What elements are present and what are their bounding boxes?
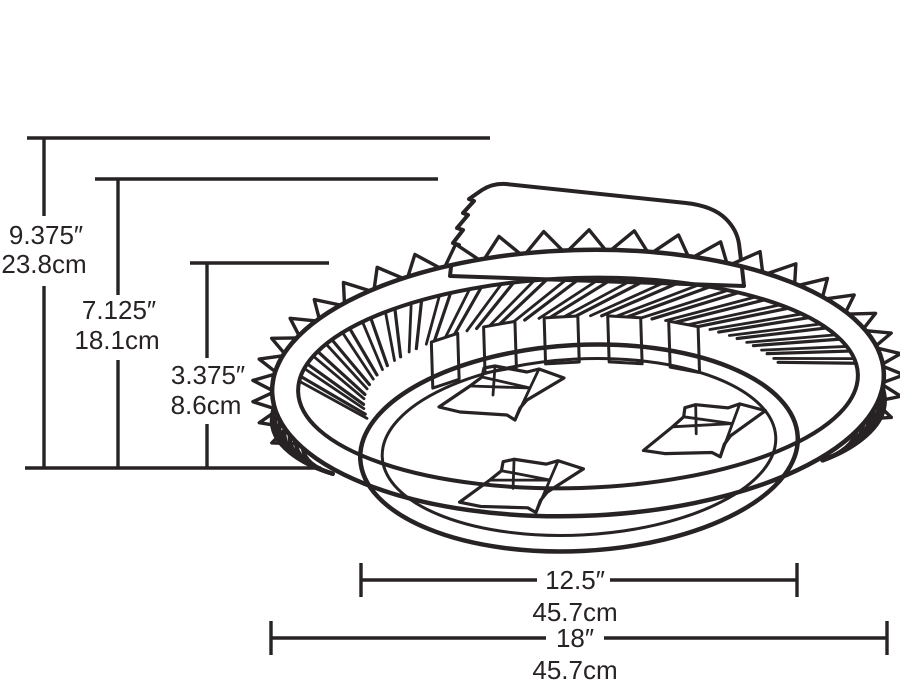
fin-blade — [589, 279, 669, 318]
fin-blade — [414, 298, 424, 351]
fin-blade — [465, 282, 503, 333]
fin-blade — [687, 303, 782, 326]
fin-blade — [297, 379, 369, 420]
fin-blade — [548, 276, 616, 320]
fin-blade — [488, 279, 536, 328]
fin-blade — [341, 331, 375, 381]
fin-blade — [305, 362, 366, 406]
fin-blade — [696, 306, 791, 329]
lens-height-metric: 8.6cm — [171, 390, 242, 420]
side-louvers — [269, 385, 887, 476]
fin-blade — [708, 312, 804, 331]
led-optic-right — [638, 397, 771, 465]
fin-blade — [614, 283, 700, 318]
fin-blade — [625, 285, 712, 319]
fin-blade — [563, 277, 637, 318]
overall-height-metric: 23.8cm — [1, 249, 86, 279]
fin-blade — [361, 320, 384, 372]
dim-overall-diameter-line — [269, 621, 889, 655]
fin-blade — [772, 357, 856, 361]
driver-box — [448, 181, 746, 288]
overall-height-inches: 9.375″ — [9, 220, 83, 250]
fin-blade — [316, 349, 367, 396]
fin-blade — [735, 326, 829, 341]
fin-blade — [765, 349, 852, 356]
lens-inner — [380, 357, 778, 537]
fin-blade — [498, 277, 549, 326]
fin-blade — [650, 291, 741, 321]
dim-lens-diameter-line — [359, 563, 799, 597]
radial-fins — [297, 276, 858, 420]
fin-tab — [482, 319, 518, 375]
fin-blade — [523, 276, 583, 322]
fin-blade — [475, 280, 516, 331]
louver-left — [300, 446, 335, 476]
louver-right — [820, 428, 859, 463]
housing-height-inches: 7.125″ — [82, 295, 156, 325]
fin-blade — [664, 295, 757, 323]
housing-height-metric: 18.1cm — [74, 325, 159, 355]
fin-blade — [639, 288, 730, 320]
fin-blade — [311, 354, 366, 401]
fin-blade — [745, 333, 837, 344]
lens-outer — [357, 342, 801, 554]
lens-height-inches: 3.375″ — [171, 360, 245, 390]
fin-blade — [369, 316, 389, 368]
fin-blade — [574, 277, 649, 318]
lens-diameter-metric: 45.7cm — [532, 597, 617, 627]
fin-blade — [674, 298, 767, 324]
fin-blade — [751, 337, 842, 348]
fin-blade — [453, 285, 484, 336]
fin-blade — [324, 342, 369, 391]
fin-blade — [407, 301, 413, 354]
fin-blade — [424, 294, 441, 346]
fin-blade — [717, 316, 811, 334]
fin-tab — [542, 314, 581, 366]
fin-blade — [776, 360, 858, 365]
fin-blade — [537, 276, 603, 320]
fin-blade — [444, 287, 472, 339]
fin-blade — [302, 367, 366, 411]
fin-blade — [512, 276, 570, 323]
center-fin-tabs — [429, 314, 702, 390]
fin-blade — [384, 310, 396, 362]
fin-blade — [330, 338, 372, 387]
fin-blade — [348, 326, 379, 377]
rim-outer — [269, 247, 887, 519]
fin-blade — [760, 345, 849, 352]
fin-tab — [429, 331, 461, 390]
fin-blade — [393, 306, 403, 359]
overall-diameter-inches: 18″ — [556, 623, 594, 653]
overall-diameter-metric: 45.7cm — [532, 655, 617, 685]
fin-blade — [299, 374, 367, 416]
heatsink-body — [251, 228, 900, 519]
lens-diameter-inches: 12.5″ — [545, 565, 605, 595]
fin-blade — [727, 322, 822, 337]
fin-blade — [432, 291, 453, 343]
rim-inner — [296, 275, 860, 491]
fin-blade — [600, 280, 681, 318]
